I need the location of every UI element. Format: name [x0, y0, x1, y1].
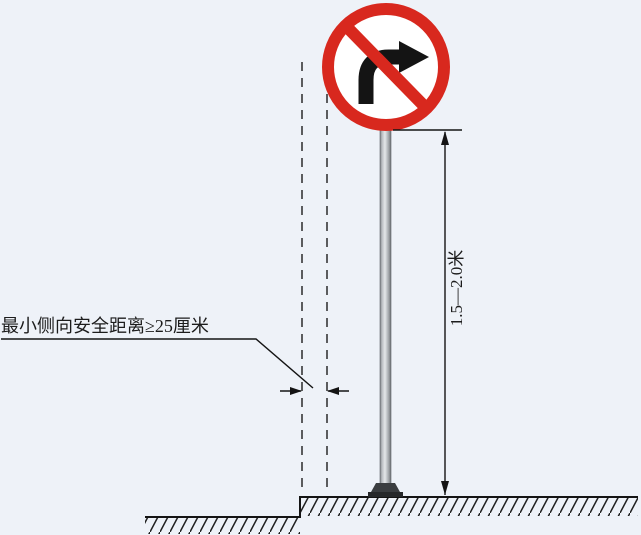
prohibition-slash: [338, 18, 435, 117]
sign-pole: [379, 123, 392, 493]
ground-hatch-lower: [145, 517, 300, 534]
clearance-leader-line: [1, 338, 314, 389]
ground-line: [145, 496, 638, 518]
height-dimension: 1.5—2.0米: [393, 129, 466, 495]
pole-base-flange: [371, 483, 400, 492]
height-arrow-top: [441, 131, 449, 145]
clearance-arrow-right-head: [327, 387, 339, 395]
height-label: 1.5—2.0米: [447, 250, 466, 327]
clearance-dimension: 最小侧向安全距离≥25厘米: [1, 316, 349, 395]
right-turn-arrow-stem: [358, 49, 401, 104]
height-arrow-bottom: [441, 481, 449, 495]
pole-base-plate: [368, 492, 403, 497]
ground-hatch-upper: [300, 497, 638, 516]
no-right-turn-sign: [322, 3, 450, 131]
clearance-arrow-left-head: [290, 387, 302, 395]
clearance-label: 最小侧向安全距离≥25厘米: [1, 316, 209, 336]
right-turn-arrow-head: [399, 41, 429, 73]
